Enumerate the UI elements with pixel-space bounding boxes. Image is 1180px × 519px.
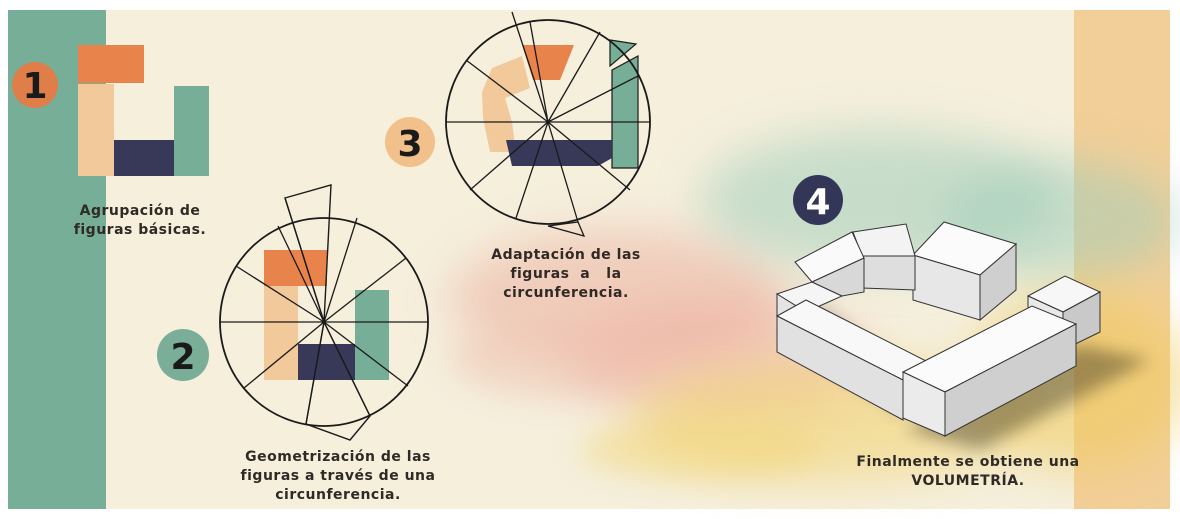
step-1-badge-circle xyxy=(12,62,58,108)
block-top-side xyxy=(979,242,1017,322)
navy-block xyxy=(298,344,355,380)
orange-trapezoid xyxy=(522,45,574,80)
teal-block xyxy=(611,54,639,169)
step-4-caption: Finalmente se obtiene una VOLUMETRÍA. xyxy=(838,453,1098,491)
step-4-caption-line-1: Finalmente se obtiene una xyxy=(856,454,1080,470)
step-2-badge-circle xyxy=(157,329,209,381)
watercolor-splash xyxy=(450,130,1180,480)
radial-lines xyxy=(446,11,650,223)
peach-arc-block xyxy=(482,56,530,152)
step-1-figures xyxy=(78,45,209,176)
block-center-front xyxy=(861,255,916,291)
step-2-caption-line-2: figuras a través de una xyxy=(240,468,436,484)
step-4-badge-circle xyxy=(793,175,843,225)
step-3-diagram xyxy=(445,11,651,237)
step-4-number: 4 xyxy=(805,182,830,223)
step-2-diagram xyxy=(219,184,429,441)
navy-block xyxy=(114,140,174,176)
step-4-caption-line-2: VOLUMETRÍA. xyxy=(911,473,1025,489)
offset-wedge-bottom xyxy=(305,319,371,441)
step-3-caption-line-3: circunferencia. xyxy=(503,285,629,301)
step-2-number: 2 xyxy=(170,337,195,378)
step-2-badge: 2 xyxy=(157,329,209,381)
step-3-badge: 3 xyxy=(385,117,435,167)
step-1-caption: Agrupación de figuras básicas. xyxy=(40,202,240,240)
step-1-caption-line-1: Agrupación de xyxy=(79,203,201,219)
step-3-badge-circle xyxy=(385,117,435,167)
block-long-right-front xyxy=(902,371,946,437)
block-long-left-front xyxy=(776,315,904,421)
step-2-caption: Geometrización de las figuras a través d… xyxy=(208,448,468,505)
peach-block xyxy=(264,286,298,380)
orange-block xyxy=(78,45,144,83)
peach-block xyxy=(78,84,114,176)
step-3-number: 3 xyxy=(397,124,422,165)
step-3-caption: Adaptación de las figuras a la circunfer… xyxy=(466,246,666,303)
offset-wedge-top xyxy=(284,184,332,323)
step-2-caption-line-3: circunferencia. xyxy=(275,487,401,503)
navy-block xyxy=(506,140,612,166)
step-4-badge: 4 xyxy=(793,175,843,225)
step-1-number: 1 xyxy=(22,66,47,107)
step-2-caption-line-1: Geometrización de las xyxy=(245,449,431,465)
step-1-badge: 1 xyxy=(12,62,58,108)
teal-block xyxy=(174,86,209,176)
block-left-side xyxy=(810,257,865,297)
step-3-caption-line-1: Adaptación de las xyxy=(491,247,641,263)
teal-block xyxy=(355,290,389,380)
orange-block xyxy=(264,250,327,286)
step-1-caption-line-2: figuras básicas. xyxy=(73,222,207,238)
step-4-volumetry xyxy=(775,221,1150,450)
step-3-caption-line-2: figuras a la xyxy=(510,266,622,282)
offset-wedge-bottom xyxy=(547,221,586,237)
